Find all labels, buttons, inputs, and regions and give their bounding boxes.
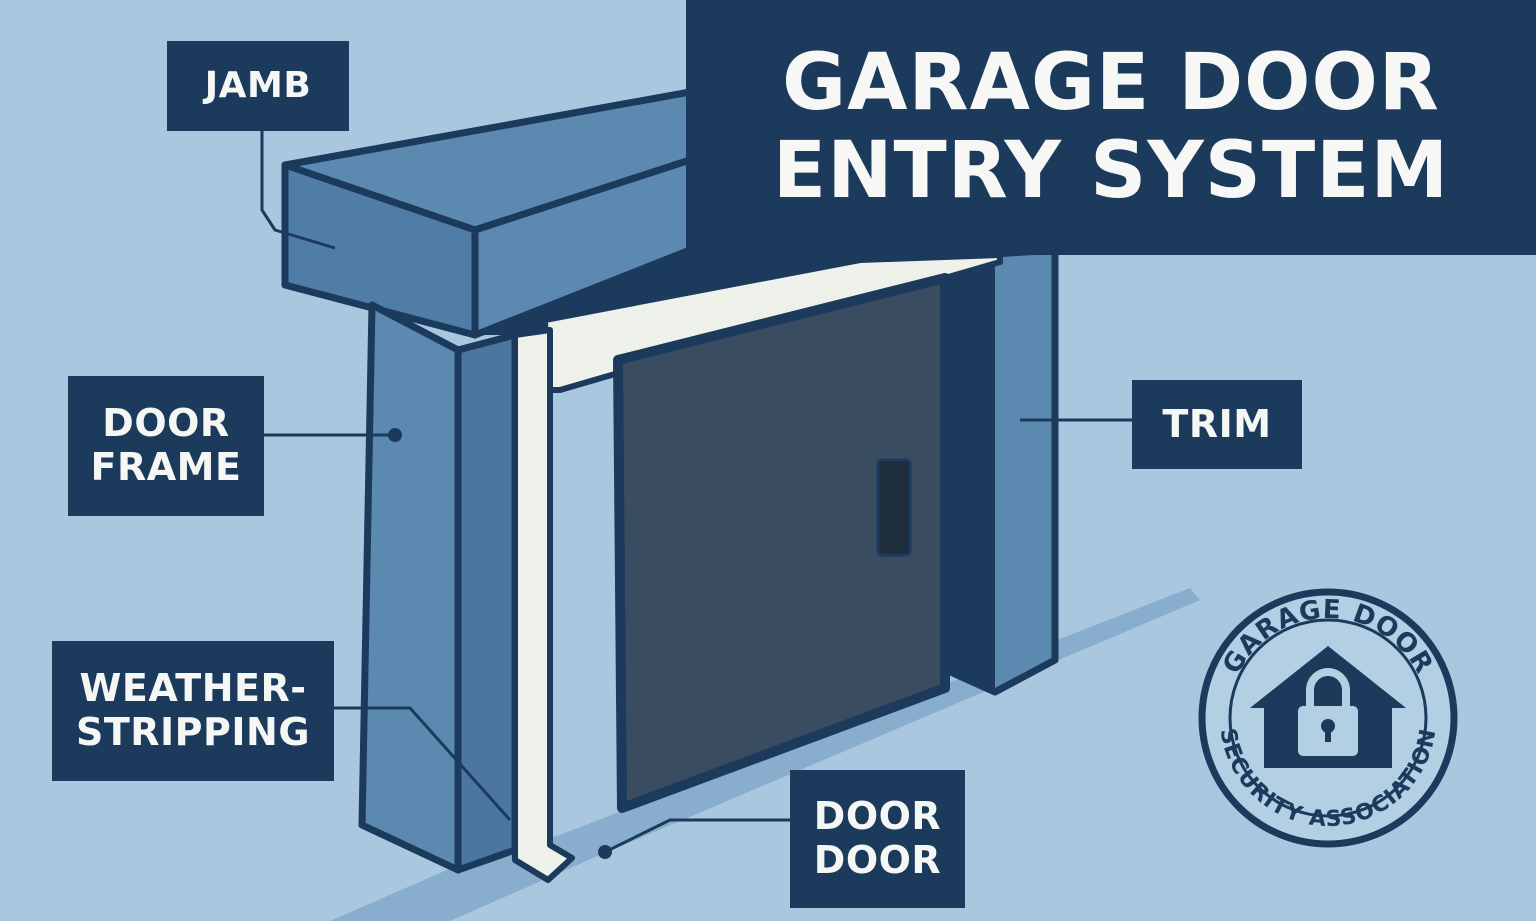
label-trim: TRIM	[1132, 380, 1302, 469]
house-lock-icon	[1250, 646, 1406, 768]
door-frame-dot	[388, 428, 402, 442]
left-post-front	[358, 301, 462, 874]
jamb-leader	[260, 130, 336, 250]
title-line-2: ENTRY SYSTEM	[772, 125, 1450, 216]
leader-lines	[260, 130, 1132, 854]
door-panel	[613, 273, 950, 813]
weatherstrip-vertical	[512, 327, 575, 883]
door-leader	[604, 818, 790, 854]
association-badge: GARAGE DOOR SECURITY ASSOCIATION	[1198, 588, 1458, 848]
label-door-line1: DOOR	[813, 794, 942, 839]
label-weatherstripping: WEATHER- STRIPPING	[52, 641, 334, 781]
left-post-side	[454, 331, 519, 874]
weatherstripping-leader	[334, 706, 512, 821]
door-dot	[598, 845, 612, 859]
label-weatherstripping-line1: WEATHER-	[79, 666, 307, 711]
label-jamb-text: JAMB	[204, 65, 312, 107]
door-handle	[876, 458, 912, 557]
label-door-frame: DOOR FRAME	[68, 376, 264, 516]
label-weatherstripping-line2: STRIPPING	[75, 710, 311, 754]
label-door-frame-line1: DOOR	[102, 401, 230, 446]
label-jamb: JAMB	[167, 41, 349, 131]
title-banner: GARAGE DOOR ENTRY SYSTEM	[686, 0, 1536, 255]
badge-inner-ring	[1228, 618, 1428, 818]
label-trim-text: TRIM	[1162, 401, 1272, 446]
label-door-frame-line2: FRAME	[90, 445, 242, 489]
title-line-1: GARAGE DOOR	[782, 38, 1440, 129]
label-door: DOOR DOOR	[790, 770, 965, 908]
label-door-line2: DOOR	[813, 838, 942, 882]
